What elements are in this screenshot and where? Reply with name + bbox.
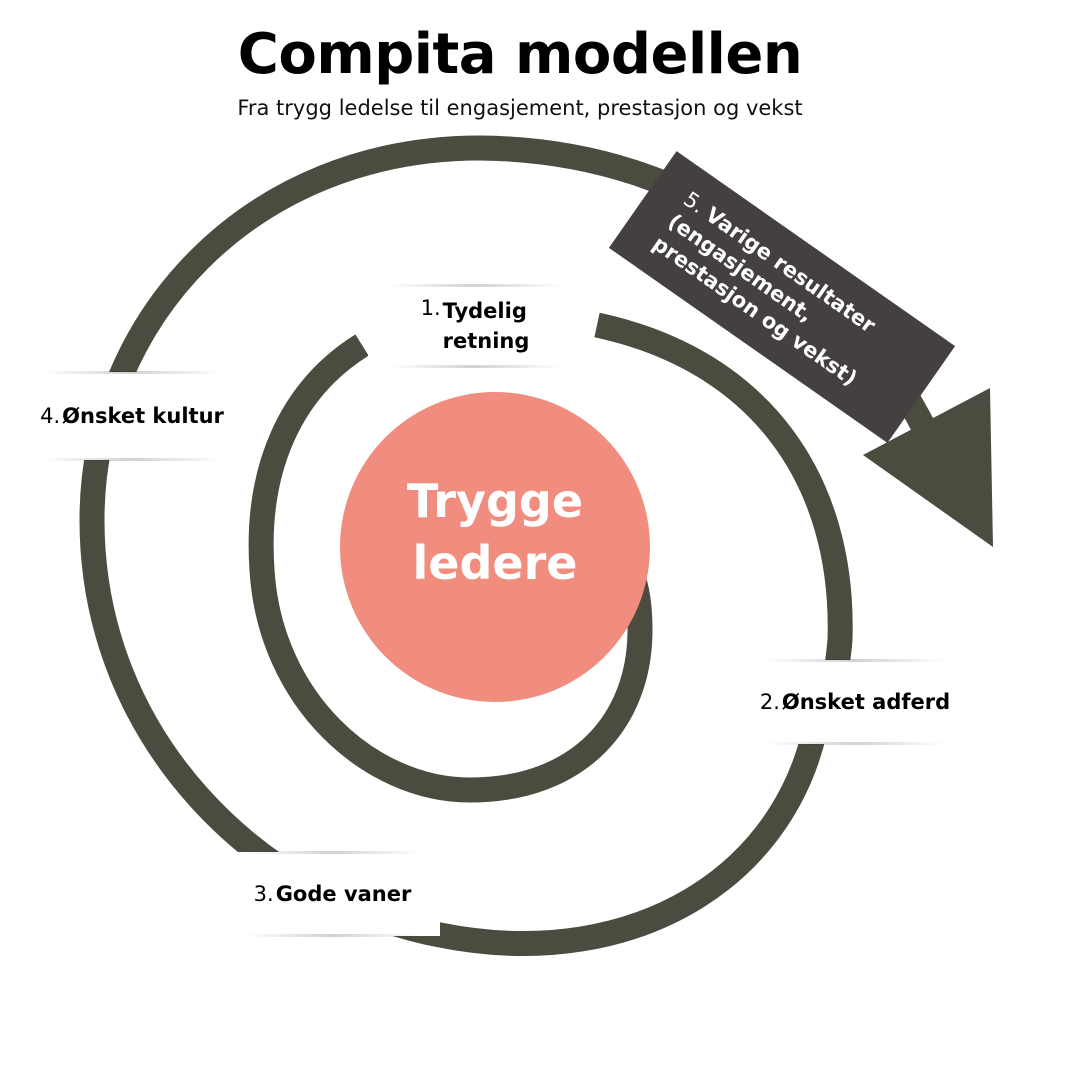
step-4-text: Ønsket kultur bbox=[62, 404, 224, 428]
center-label-line1: Trygge bbox=[406, 474, 584, 528]
step-1-text-line1: Tydelig bbox=[442, 299, 527, 323]
step-2-label: 2. Ønsket adferd bbox=[745, 659, 965, 745]
step-1-text-line2: retning bbox=[442, 329, 530, 353]
step-2-text: Ønsket adferd bbox=[781, 690, 951, 714]
arrow-head bbox=[863, 388, 993, 547]
center-label: Trygge ledere bbox=[340, 470, 650, 594]
diagram-subtitle: Fra trygg ledelse til engasjement, prest… bbox=[237, 96, 803, 120]
center-circle bbox=[340, 392, 650, 702]
step-2-number: 2. bbox=[759, 690, 780, 714]
step-1-label: 1. Tydelig retning bbox=[368, 284, 582, 368]
step-4-label: 4. Ønsket kultur bbox=[22, 371, 242, 461]
step-3-label: 3. Gode vaner bbox=[225, 851, 440, 937]
step-4-number: 4. bbox=[40, 404, 61, 428]
step-3-number: 3. bbox=[253, 882, 274, 906]
diagram-title: Compita modellen bbox=[237, 22, 803, 87]
step-3-text: Gode vaner bbox=[275, 882, 412, 906]
center-label-line2: ledere bbox=[412, 536, 578, 590]
step-1-number: 1. bbox=[420, 296, 441, 320]
inner-spiral-loop bbox=[248, 334, 653, 803]
